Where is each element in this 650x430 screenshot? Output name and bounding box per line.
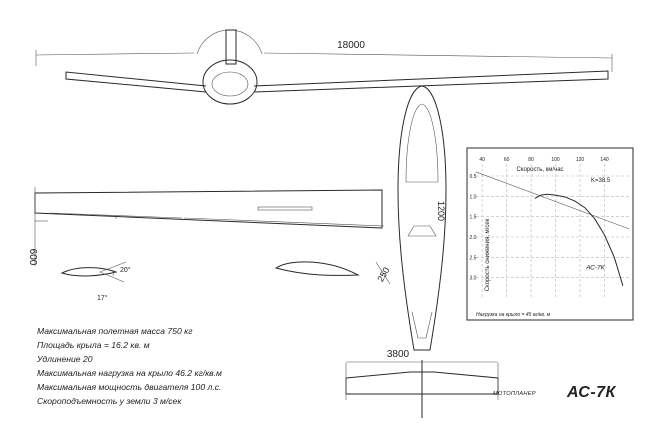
chart-footnote: Нагрузка на крыло = 45 кг/кв. м [476, 312, 551, 318]
aircraft-type-label: МОТОПЛАНЕР [493, 391, 536, 397]
angle-up-label: 20° [120, 266, 131, 274]
x-tick-label-4: 120 [576, 157, 585, 163]
top-view: 600 1200 3800 [27, 85, 499, 418]
specifications-list: Максимальная полетная масса 750 кг Площа… [37, 324, 222, 408]
chord-dimension: 600 [27, 249, 38, 266]
fuselage-dimension: 1200 [436, 201, 446, 221]
angle-down-label: 17° [97, 294, 108, 302]
aircraft-model: АС-7К [567, 384, 616, 401]
spec-aspect-ratio: Удлинение 20 [37, 354, 93, 364]
y-tick-label-0: 0.5 [470, 174, 477, 180]
spec-max-mass: Максимальная полетная масса 750 кг [37, 326, 193, 336]
x-tick-label-3: 100 [551, 157, 560, 163]
airfoil-section: 250 [274, 261, 391, 285]
tailplane-dimension: 3800 [387, 349, 410, 360]
polar-chart: 40 60 80 100 120 140 0.5 1.0 1.5 2.0 2.5 3.0 Скорос… [466, 147, 634, 321]
y-tick-label-1: 1.0 [470, 194, 477, 200]
spec-climb-rate: Скороподъемность у земли 3 м/сек [37, 396, 182, 406]
series-label-ac7k: АС-7К [585, 265, 605, 272]
airfoil-thickness-dimension: 250 [375, 265, 391, 283]
spec-wing-area: Площадь крыла = 16.2 кв. м [37, 340, 150, 350]
x-tick-label-5: 140 [600, 157, 609, 163]
front-view: 18000 [35, 29, 613, 105]
x-tick-label-2: 80 [528, 157, 534, 163]
chart-x-title: Скорость, км/час [516, 167, 563, 173]
y-tick-label-3: 2.0 [470, 235, 477, 241]
x-tick-label-0: 40 [479, 157, 485, 163]
span-dimension: 18000 [337, 40, 365, 51]
chart-ticks: 40 60 80 100 120 140 0.5 1.0 1.5 2.0 2.5 3.0 [470, 157, 609, 282]
spec-wing-loading: Максимальная нагрузка на крыло 46.2 кг/к… [37, 368, 222, 378]
chart-grid [476, 164, 629, 298]
spec-engine-power: Максимальная мощность двигателя 100 л.с. [37, 382, 222, 392]
y-tick-label-2: 1.5 [470, 215, 477, 221]
tangent-line [475, 171, 630, 230]
polar-curve [534, 193, 624, 286]
chart-annotation: K=38.5 [591, 178, 611, 184]
y-tick-label-5: 3.0 [470, 276, 477, 282]
chart-y-title: Скорость снижения, м/сек [485, 218, 491, 291]
y-tick-label-4: 2.5 [470, 255, 477, 261]
x-tick-label-1: 60 [504, 157, 510, 163]
aileron-angle-detail: 20° 17° [60, 261, 131, 302]
